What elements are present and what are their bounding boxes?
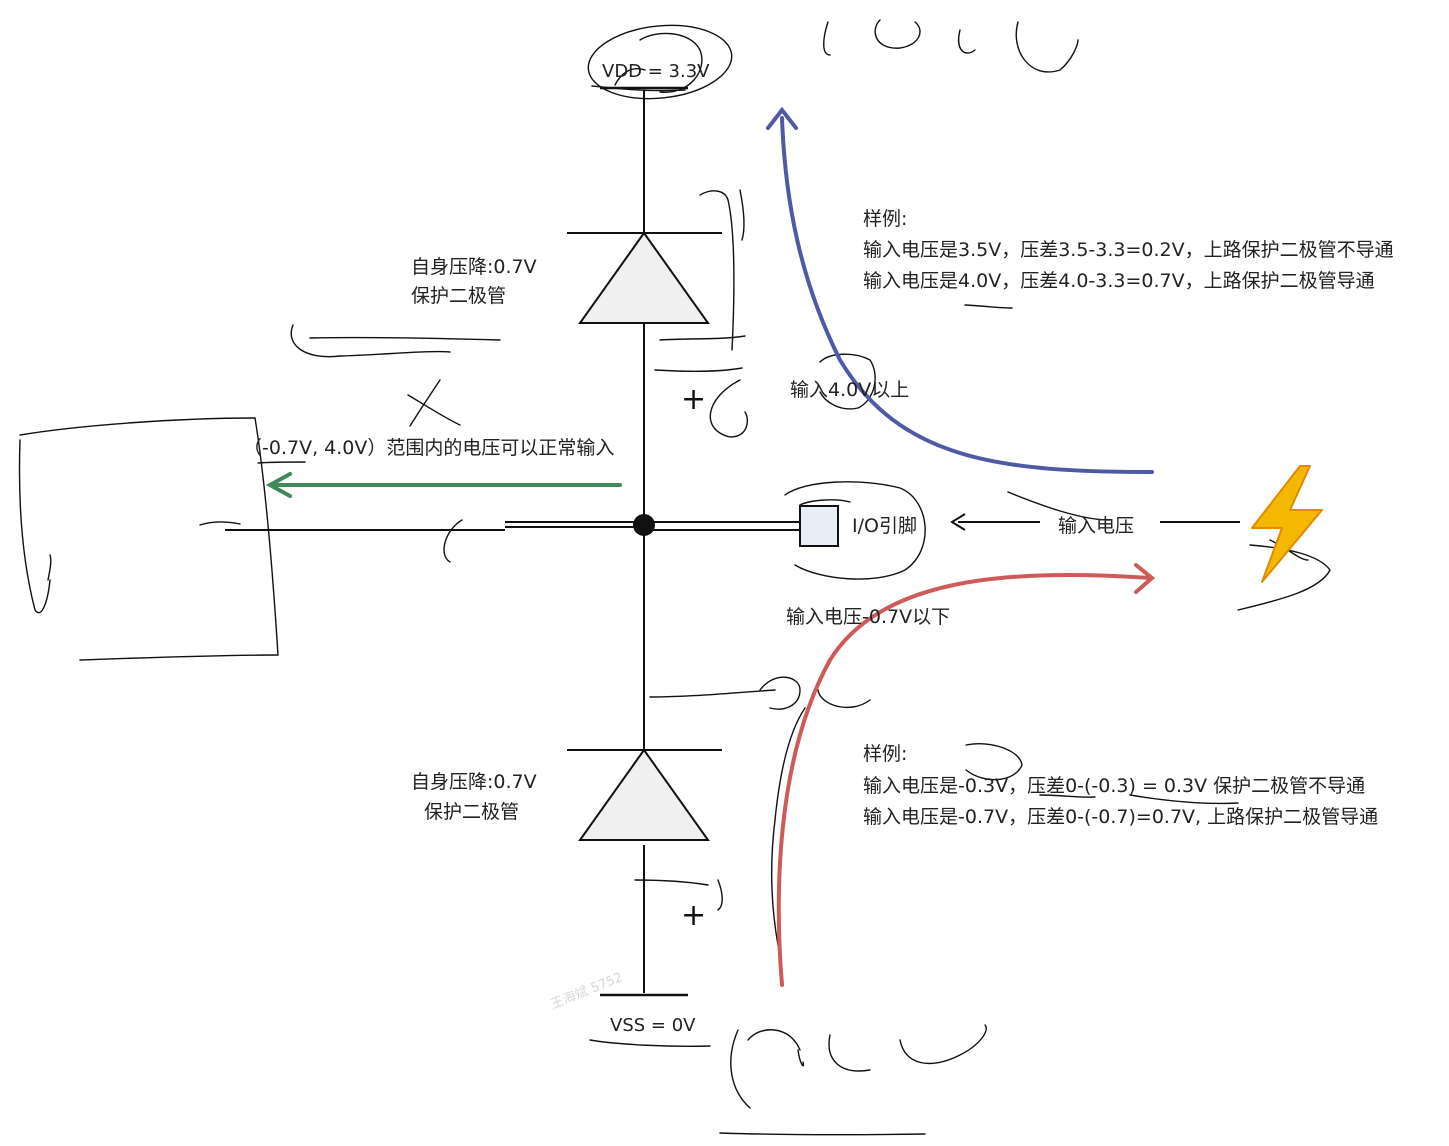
bottom-diode-drop-label: 自身压降:0.7V [411, 771, 537, 793]
example-top-line1: 输入电压是3.5V，压差3.5-3.3=0.2V，上路保护二极管不导通 [863, 239, 1394, 261]
top-plus-sign: + [681, 382, 707, 417]
bottom-diode-name-label: 保护二极管 [424, 801, 520, 823]
input-voltage-label: 输入电压 [1058, 515, 1135, 537]
below-threshold-label: 输入电压-0.7V以下 [786, 606, 951, 628]
handdrawn-scribbles [18, 19, 1331, 1136]
lightning-icon [1251, 465, 1323, 583]
bottom-plus-sign: + [681, 898, 707, 933]
example-top-title: 样例: [863, 208, 908, 230]
top-protection-diode [567, 231, 722, 324]
green-arrow [265, 472, 622, 498]
io-pin-box [799, 505, 839, 547]
blue-arrow [766, 106, 1154, 474]
normal-range-label: （-0.7V, 4.0V）范围内的电压可以正常输入 [243, 437, 615, 459]
junction-node [633, 514, 655, 536]
main-wires [225, 90, 800, 993]
io-pin-label: I/O引脚 [852, 515, 917, 537]
top-diode-name-label: 保护二极管 [411, 285, 507, 307]
above-threshold-label: 输入4.0V以上 [790, 379, 910, 401]
vdd-label: VDD = 3.3V [602, 61, 710, 82]
bottom-protection-diode [567, 748, 722, 841]
example-bottom-line1: 输入电压是-0.3V，压差0-(-0.3) = 0.3V 保护二极管不导通 [863, 775, 1366, 797]
vss-label: VSS = 0V [610, 1015, 696, 1036]
red-arrow [776, 563, 1156, 987]
input-voltage-line [950, 513, 1240, 531]
example-top-line2: 输入电压是4.0V，压差4.0-3.3=0.7V，上路保护二极管导通 [863, 270, 1375, 292]
example-bottom-title: 样例: [863, 743, 908, 765]
top-diode-drop-label: 自身压降:0.7V [411, 256, 537, 278]
example-bottom-line2: 输入电压是-0.7V，压差0-(-0.7)=0.7V, 上路保护二极管导通 [863, 806, 1379, 828]
